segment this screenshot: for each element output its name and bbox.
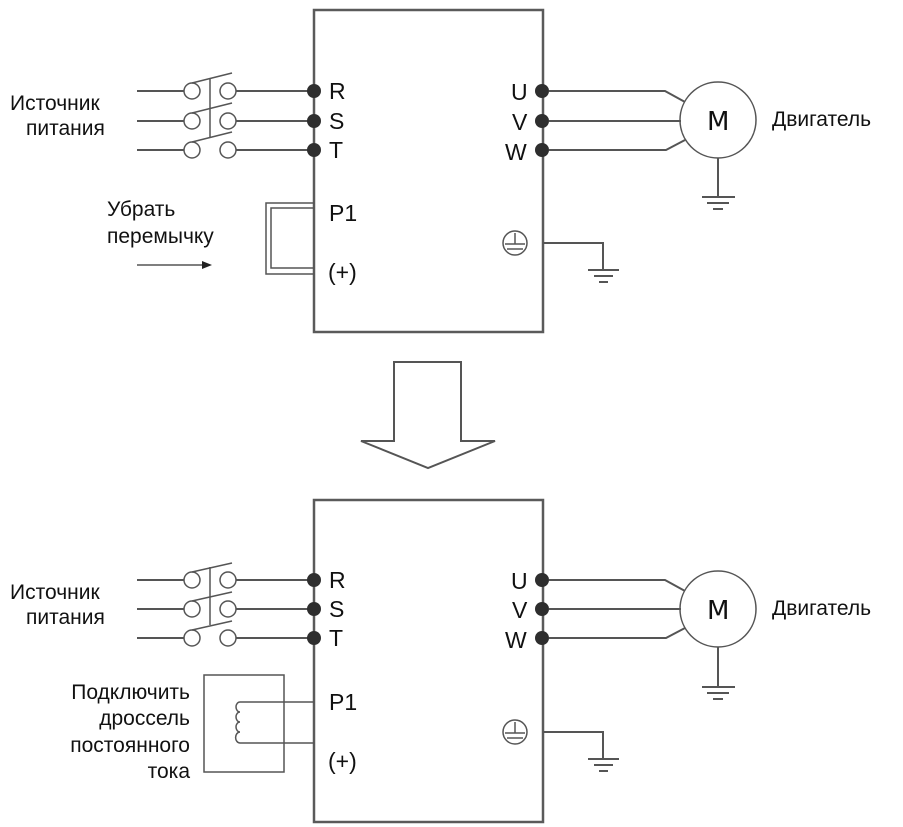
reactor-label-line2: дроссель	[99, 707, 190, 730]
terminal-label-p1: P1	[329, 689, 357, 715]
terminal-label-plus: (+)	[328, 259, 357, 285]
jumper-label-line2: перемычку	[107, 225, 214, 248]
terminal-v	[535, 114, 549, 128]
reactor-label-line1: Подключить	[71, 681, 190, 704]
terminal-label-t: T	[329, 137, 343, 163]
top-diagram: Источник питания R S T P1	[10, 8, 871, 334]
circuit-breaker	[137, 562, 314, 647]
terminal-label-w: W	[505, 627, 527, 653]
terminal-label-r: R	[329, 567, 346, 593]
terminal-label-v: V	[512, 109, 528, 135]
terminal-t	[307, 143, 321, 157]
motor-symbol: M	[707, 596, 729, 626]
inductor-coil-icon	[234, 701, 241, 744]
terminal-label-p1: P1	[329, 200, 357, 226]
terminal-label-t: T	[329, 625, 343, 651]
motor-wires	[549, 90, 686, 151]
terminal-label-u: U	[511, 79, 528, 105]
power-source-label-line1: Источник	[10, 581, 100, 604]
terminal-s	[307, 114, 321, 128]
power-source-label-line2: питания	[26, 117, 105, 140]
ground-icon	[543, 731, 619, 772]
terminal-label-r: R	[329, 78, 346, 104]
motor-label: Двигатель	[772, 108, 871, 131]
jumper-bar	[265, 202, 314, 275]
terminal-v	[535, 602, 549, 616]
motor-wires	[549, 579, 686, 639]
bottom-diagram: Источник питания R S T P1 (+)	[10, 498, 871, 824]
terminal-t	[307, 631, 321, 645]
dc-reactor	[203, 674, 314, 773]
terminal-u	[535, 84, 549, 98]
ground-icon	[702, 158, 735, 210]
terminal-label-w: W	[505, 139, 527, 165]
arrow-right-icon	[137, 261, 212, 269]
terminal-r	[307, 84, 321, 98]
terminal-u	[535, 573, 549, 587]
ground-icon	[702, 647, 735, 700]
power-source-label-line2: питания	[26, 606, 105, 629]
circuit-breaker	[137, 72, 314, 159]
inverter-box	[312, 8, 545, 334]
motor-label: Двигатель	[772, 597, 871, 620]
protective-earth-icon	[502, 719, 528, 745]
terminal-w	[535, 143, 549, 157]
terminal-label-v: V	[512, 597, 528, 623]
terminal-w	[535, 631, 549, 645]
reactor-label-line4: тока	[148, 760, 191, 783]
inverter-box	[312, 498, 545, 824]
protective-earth-icon	[502, 230, 528, 256]
terminal-label-s: S	[329, 596, 344, 622]
down-arrow-icon	[360, 361, 496, 470]
terminal-label-s: S	[329, 108, 344, 134]
terminal-s	[307, 602, 321, 616]
ground-icon	[543, 242, 619, 283]
terminal-label-u: U	[511, 568, 528, 594]
power-source-label-line1: Источник	[10, 92, 100, 115]
terminal-r	[307, 573, 321, 587]
jumper-label-line1: Убрать	[107, 198, 175, 221]
reactor-label-line3: постоянного	[70, 734, 190, 757]
terminal-label-plus: (+)	[328, 748, 357, 774]
motor-symbol: M	[707, 107, 729, 137]
